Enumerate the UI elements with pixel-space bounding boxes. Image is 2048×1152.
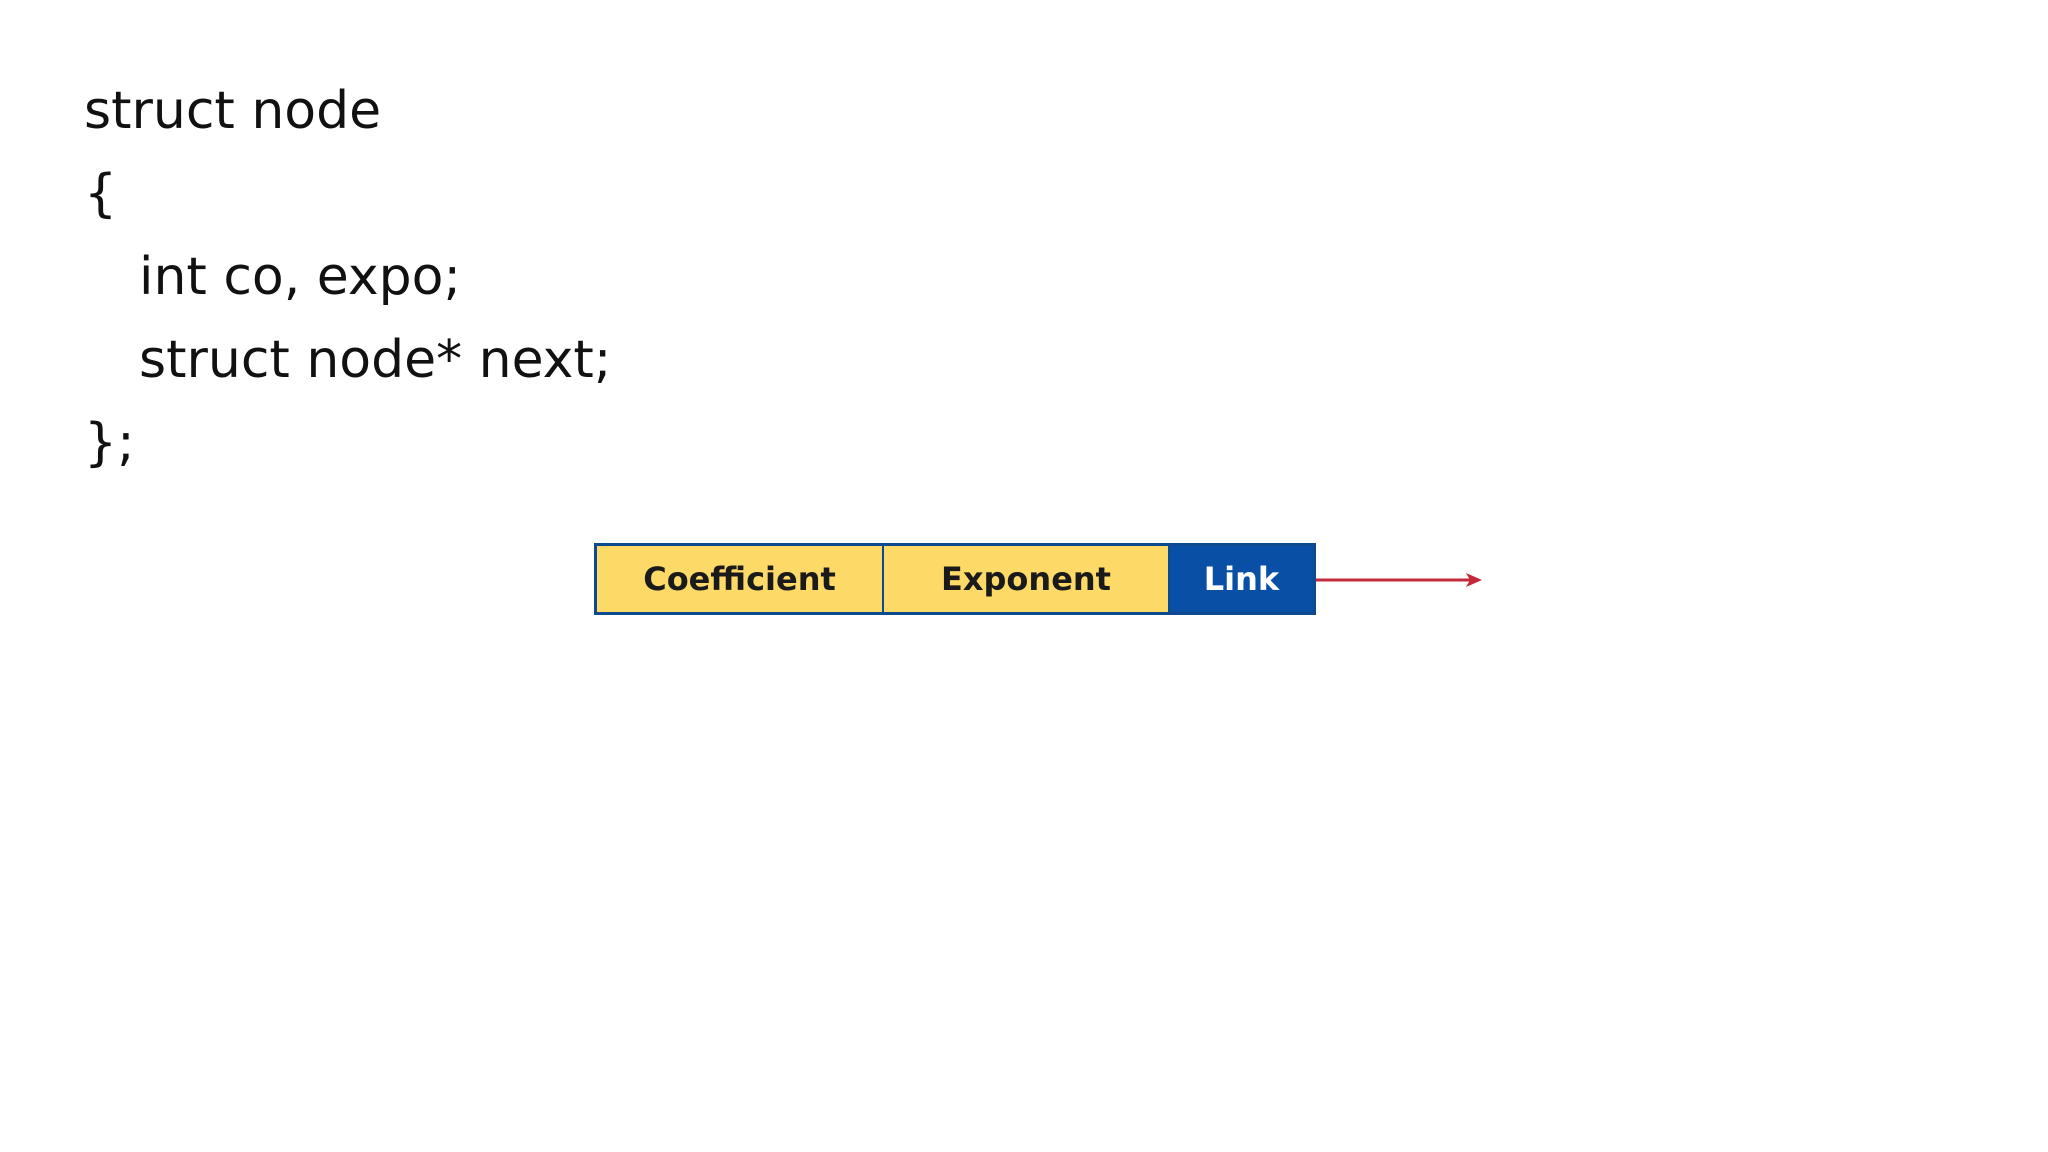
right-arrow-icon [1316, 573, 1482, 587]
coefficient-field: Coefficient [594, 543, 884, 615]
code-line-open-brace: { [84, 164, 118, 224]
code-line-close-brace: }; [84, 413, 135, 473]
struct-node-code: struct node { int co, expo; struct node*… [84, 70, 611, 485]
node-diagram: Coefficient Exponent Link [594, 543, 1316, 615]
code-line-int-fields: int co, expo; [139, 247, 461, 307]
exponent-field: Exponent [884, 543, 1170, 615]
code-line-next-pointer: struct node* next; [139, 330, 612, 390]
code-line-struct-header: struct node [84, 81, 382, 141]
link-field: Link [1170, 543, 1316, 615]
